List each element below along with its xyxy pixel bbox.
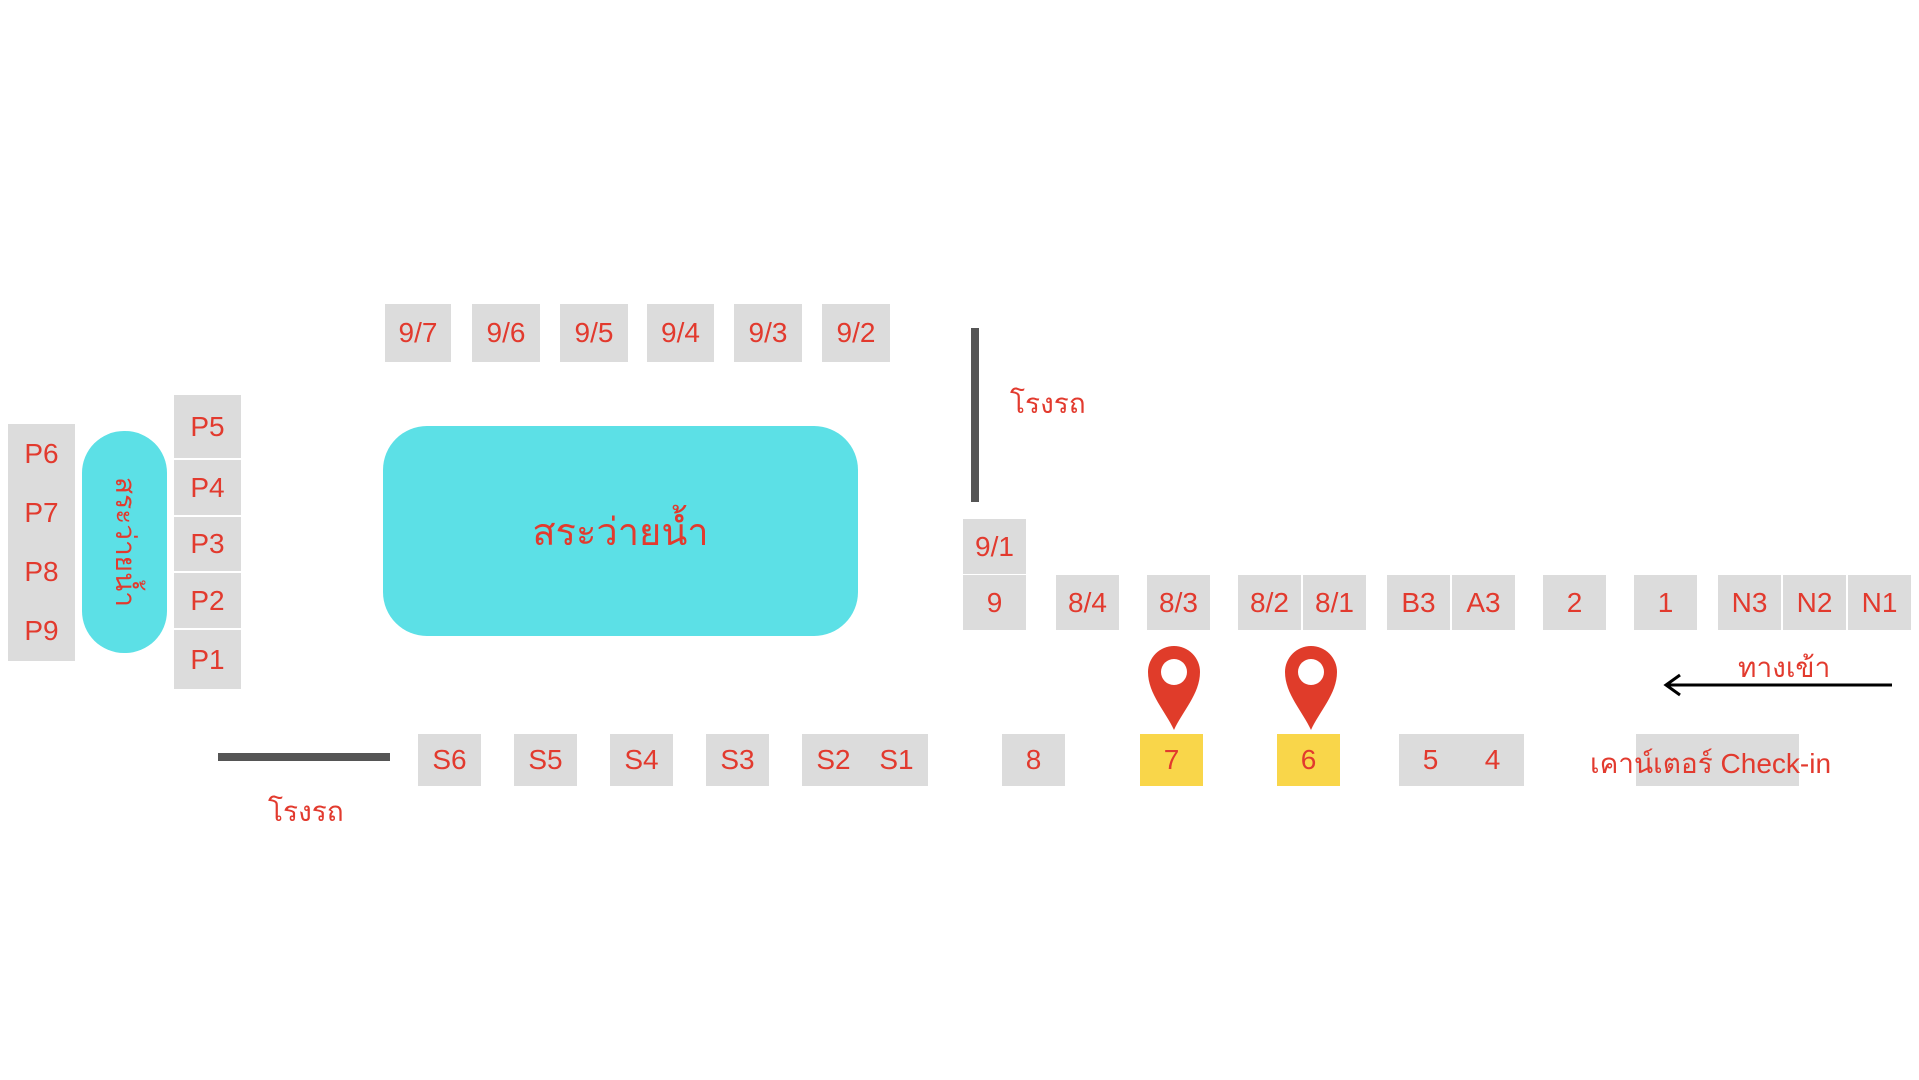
unit-p6[interactable]: P6	[8, 424, 75, 483]
unit-s3[interactable]: S3	[706, 734, 769, 786]
unit-n3[interactable]: N3	[1718, 575, 1781, 630]
unit-9[interactable]: 9	[963, 575, 1026, 630]
small-pool: สระว่ายน้ำ	[82, 431, 167, 653]
unit-9-5[interactable]: 9/5	[560, 304, 628, 362]
unit-9-4[interactable]: 9/4	[647, 304, 714, 362]
unit-a3[interactable]: A3	[1452, 575, 1515, 630]
unit-1[interactable]: 1	[1634, 575, 1697, 630]
small-pool-label: สระว่ายน้ำ	[109, 477, 141, 607]
unit-s1[interactable]: S1	[865, 734, 928, 786]
map-pin-icon[interactable]	[1281, 642, 1341, 732]
main-pool: สระว่ายน้ำ	[383, 426, 858, 636]
checkin-counter	[1636, 734, 1799, 786]
unit-7[interactable]: 7	[1140, 734, 1203, 786]
unit-s6[interactable]: S6	[418, 734, 481, 786]
unit-9-6[interactable]: 9/6	[472, 304, 540, 362]
unit-n1[interactable]: N1	[1848, 575, 1911, 630]
garage-wall-bottom	[218, 753, 390, 761]
unit-p5[interactable]: P5	[174, 395, 241, 458]
unit-s4[interactable]: S4	[610, 734, 673, 786]
unit-8-3[interactable]: 8/3	[1147, 575, 1210, 630]
garage-label-bottom: โรงรถ	[268, 796, 344, 827]
unit-8-2[interactable]: 8/2	[1238, 575, 1301, 630]
unit-6[interactable]: 6	[1277, 734, 1340, 786]
unit-4[interactable]: 4	[1461, 734, 1524, 786]
unit-9-2[interactable]: 9/2	[822, 304, 890, 362]
unit-9-3[interactable]: 9/3	[734, 304, 802, 362]
unit-p2[interactable]: P2	[174, 573, 241, 628]
unit-p9[interactable]: P9	[8, 601, 75, 661]
unit-9-7[interactable]: 9/7	[385, 304, 451, 362]
main-pool-label: สระว่ายน้ำ	[532, 511, 709, 554]
unit-p8[interactable]: P8	[8, 542, 75, 601]
unit-2[interactable]: 2	[1543, 575, 1606, 630]
unit-p3[interactable]: P3	[174, 517, 241, 571]
unit-s5[interactable]: S5	[514, 734, 577, 786]
garage-label-top: โรงรถ	[1010, 388, 1086, 419]
map-pin-icon[interactable]	[1144, 642, 1204, 732]
entrance-arrow-icon	[1663, 673, 1892, 697]
garage-wall-top	[971, 328, 979, 502]
unit-9-1[interactable]: 9/1	[963, 519, 1026, 574]
unit-8-1[interactable]: 8/1	[1303, 575, 1366, 630]
unit-p7[interactable]: P7	[8, 483, 75, 542]
unit-n2[interactable]: N2	[1783, 575, 1846, 630]
unit-s2[interactable]: S2	[802, 734, 865, 786]
checkin-label: เคาน์เตอร์ Check-in	[1590, 748, 1832, 779]
unit-p4[interactable]: P4	[174, 460, 241, 515]
unit-8[interactable]: 8	[1002, 734, 1065, 786]
entrance-label: ทางเข้า	[1738, 652, 1831, 683]
unit-5[interactable]: 5	[1399, 734, 1462, 786]
unit-b3[interactable]: B3	[1387, 575, 1450, 630]
unit-8-4[interactable]: 8/4	[1056, 575, 1119, 630]
unit-p1[interactable]: P1	[174, 630, 241, 689]
